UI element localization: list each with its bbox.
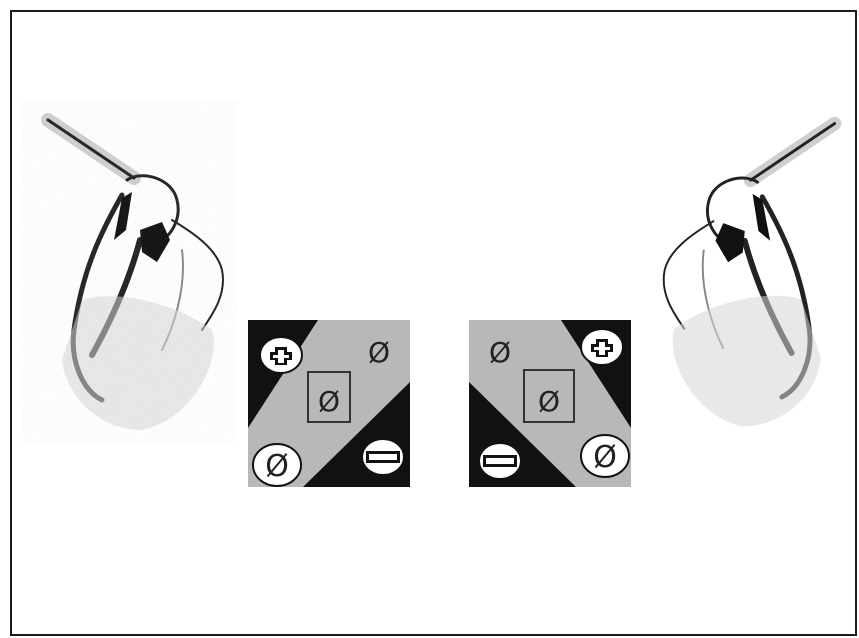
minus-icon: [479, 443, 521, 479]
upper-right-null-label: Ø: [368, 336, 390, 369]
plus-icon: [581, 329, 623, 365]
diagram-panel-right: Ø Ø Ø: [469, 320, 631, 487]
batter-figure-left-icon: [22, 100, 237, 445]
null-badge-label: Ø: [265, 449, 289, 484]
center-null-label: Ø: [538, 385, 560, 418]
plus-icon: [260, 337, 302, 373]
null-badge-label: Ø: [593, 440, 617, 475]
null-icon: Ø: [253, 444, 301, 486]
center-null-label: Ø: [318, 385, 340, 418]
upper-left-null-label: Ø: [489, 336, 511, 369]
null-icon: Ø: [581, 435, 629, 477]
diagram-panel-left: Ø Ø Ø: [248, 320, 410, 487]
minus-icon: [362, 439, 404, 475]
batter-figure-right-icon: [650, 100, 859, 445]
